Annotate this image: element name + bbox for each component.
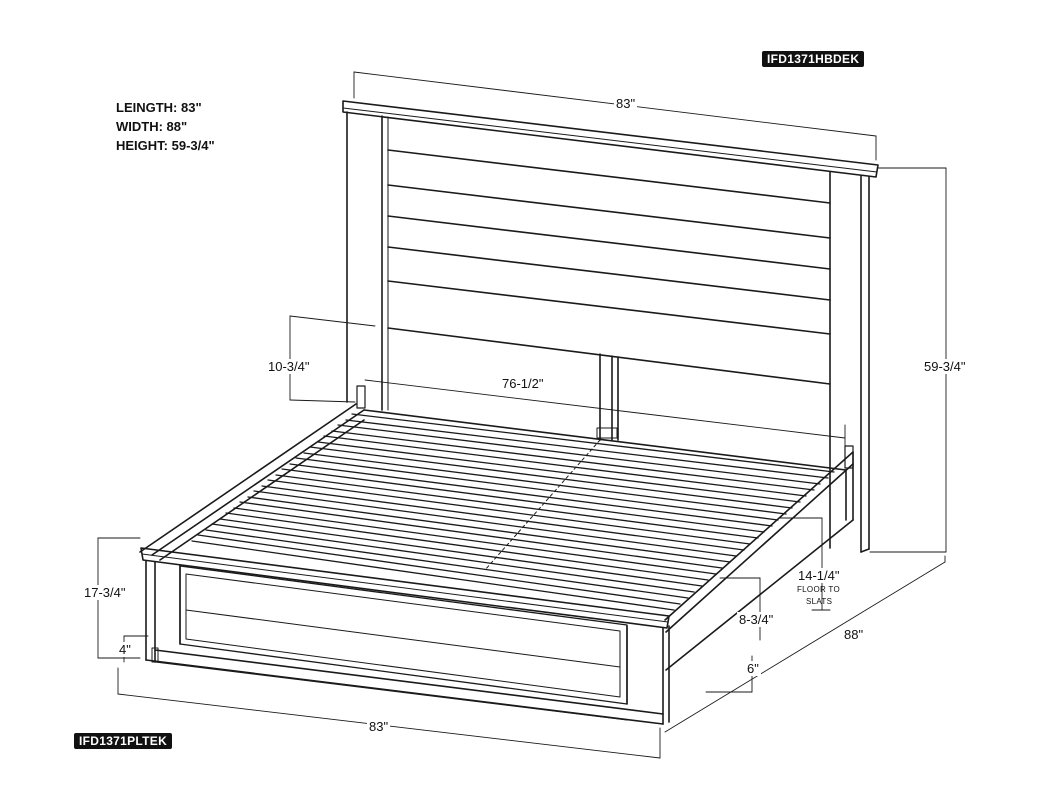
dim-headboard-width: 83": [614, 96, 638, 111]
spec-length: LEINGTH: 83": [116, 100, 202, 115]
headboard-code-badge: IFD1371HBDEK: [762, 51, 865, 67]
dim-headboard-leg: 10-3/4": [266, 359, 312, 374]
spec-width: WIDTH: 88": [116, 119, 188, 134]
headboard: [342, 100, 879, 553]
slats: [191, 413, 835, 611]
dim-overall-height: 59-3/4": [922, 359, 968, 374]
spec-list: LEINGTH: 83" WIDTH: 88" HEIGHT: 59-3/4": [116, 98, 215, 155]
spec-height: HEIGHT: 59-3/4": [116, 138, 215, 153]
footboard: [140, 547, 670, 725]
dim-footboard-leg: 4": [117, 642, 133, 657]
dim-clearance: 6": [745, 661, 761, 676]
dim-footboard-height: 17-3/4": [82, 585, 128, 600]
dim-footboard-width: 83": [367, 719, 391, 734]
dim-depth: 88": [842, 627, 866, 642]
dimension-lines: [97, 71, 947, 759]
dim-slat-note-1: FLOOR TO: [797, 585, 841, 594]
dim-inner-width: 76-1/2": [500, 376, 546, 391]
side-rails: [139, 385, 854, 671]
dim-slat-note-2: SLATS: [806, 597, 833, 606]
footboard-code-badge: IFD1371PLTEK: [74, 733, 173, 749]
dim-slat-height: 14-1/4": [796, 568, 842, 583]
dim-rail-height: 8-3/4": [737, 612, 776, 627]
